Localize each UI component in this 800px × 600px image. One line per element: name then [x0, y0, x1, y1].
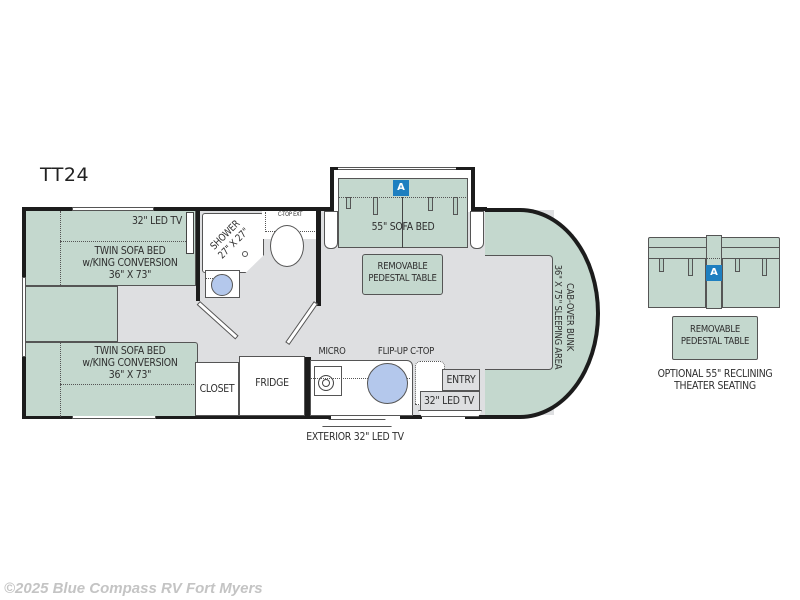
option-badge-a: A [706, 265, 722, 281]
front-tv-icon [418, 410, 482, 417]
ctop-ext-label: C-TOP EXT [277, 211, 303, 218]
sofa-divider [402, 197, 403, 248]
recliner-strap [659, 258, 664, 272]
recliner-strap [735, 258, 740, 272]
wall-left-b [22, 357, 26, 419]
pedestal-label: REMOVABLE PEDESTAL TABLE [362, 261, 443, 285]
seat-badge-a: A [393, 180, 409, 196]
front-tv-label: 32" LED TV [423, 394, 475, 407]
micro-label: MICRO [318, 346, 346, 357]
wall-top-left [22, 207, 72, 211]
dash [338, 197, 468, 198]
dash [60, 384, 196, 385]
twin-sofa-bed-bottom [26, 342, 198, 416]
watermark: ©2025 Blue Compass RV Fort Myers [4, 580, 263, 597]
sofa-strap [373, 197, 378, 215]
shower [202, 213, 264, 273]
entry-step [442, 369, 480, 391]
armrest-left [324, 211, 338, 249]
wall-top-mid [154, 207, 334, 211]
recliner-seat-right [722, 258, 780, 308]
option-caption: OPTIONAL 55" RECLINING THEATER SEATING [635, 368, 795, 392]
fridge [239, 356, 305, 416]
recliner-seat-left [648, 258, 706, 308]
option-table-line1: REMOVABLE [690, 324, 740, 335]
closet-label: CLOSET [199, 382, 235, 395]
wall-top-right [471, 207, 487, 211]
bath-wall-left [196, 211, 200, 301]
cab-over-label: CAB-OVER BUNK 36" X 75" SLEEPING AREA [551, 252, 575, 382]
wall-bottom-mid [156, 415, 331, 419]
option-table-label: REMOVABLE PEDESTAL TABLE [672, 324, 758, 348]
cab-floor [485, 255, 553, 370]
wall-bottom-left [22, 415, 72, 419]
sofa-top-label: TWIN SOFA BED w/KING CONVERSION 36" X 73… [60, 245, 200, 281]
closet [195, 362, 239, 416]
floorplan: 32" LED TV TWIN SOFA BED w/KING CONVERSI… [22, 167, 600, 443]
kitchen-sink [367, 363, 408, 404]
option-caption-line2: THEATER SEATING [674, 379, 756, 392]
bath-sink [211, 274, 233, 296]
sofa-top-line1: TWIN SOFA BED [94, 244, 166, 257]
bath-wall-right [316, 211, 321, 306]
sofa-top-line2: w/KING CONVERSION [82, 256, 178, 269]
recliner-strap [762, 258, 767, 276]
slideout-wall-left [330, 167, 334, 212]
wall-bottom-entry [465, 415, 487, 419]
sofa-55-label: 55" SOFA BED [371, 220, 435, 233]
dash [265, 212, 266, 230]
pedestal-line2: PEDESTAL TABLE [368, 273, 437, 284]
slideout-wall-right [471, 167, 475, 212]
fridge-label: FRIDGE [255, 376, 289, 389]
sofa-bottom-line3: 36" X 73" [108, 368, 152, 381]
sofa-bottom-label: TWIN SOFA BED w/KING CONVERSION 36" X 73… [60, 345, 200, 381]
burner-icon [318, 375, 334, 391]
kitchen-wall [305, 357, 311, 417]
pedestal-line1: REMOVABLE [377, 261, 428, 272]
wall-left-a [22, 207, 26, 277]
entry-label: ENTRY [446, 373, 476, 386]
wall-bottom-right [400, 415, 422, 419]
optional-seating: A REMOVABLE PEDESTAL TABLE OPTIONAL 55" … [645, 235, 785, 395]
flip-up-label: FLIP-UP C-TOP [377, 346, 435, 357]
dash [310, 378, 410, 379]
pedestal-table [362, 254, 443, 295]
exterior-tv-icon [322, 419, 392, 427]
sofa-strap [453, 197, 458, 215]
slideout-wall-top-l [330, 167, 338, 170]
toilet-icon [270, 225, 304, 267]
rear-window-top [72, 207, 154, 211]
option-caption-line1: OPTIONAL 55" RECLINING [657, 367, 773, 380]
sofa-top-line3: 36" X 73" [108, 268, 152, 281]
sofa-strap [428, 197, 433, 211]
dash [648, 258, 780, 259]
recliner-strap [688, 258, 693, 276]
option-pedestal-table [672, 316, 758, 360]
shower-drain-icon [242, 251, 248, 257]
rear-tv-icon [186, 212, 194, 254]
sofa-bottom-line1: TWIN SOFA BED [94, 344, 166, 357]
slideout-window [338, 167, 456, 170]
model-name: TT24 [40, 164, 90, 186]
armrest-right [470, 211, 484, 249]
rear-window-left [22, 277, 26, 357]
dash [60, 342, 61, 416]
exterior-tv-label: EXTERIOR 32" LED TV [306, 430, 404, 443]
cab-line1: CAB-OVER BUNK [564, 283, 575, 351]
rear-tv-label: 32" LED TV [131, 214, 183, 227]
cab-line2: 36" X 75" SLEEPING AREA [552, 264, 563, 370]
sofa-middle-section [26, 286, 118, 342]
sofa-bottom-line2: w/KING CONVERSION [82, 356, 178, 369]
twin-sofa-bed-top [26, 211, 196, 286]
sofa-strap [346, 197, 351, 209]
slideout-wall-top-r [456, 167, 475, 170]
option-table-line2: PEDESTAL TABLE [680, 336, 750, 347]
dash [60, 241, 190, 242]
